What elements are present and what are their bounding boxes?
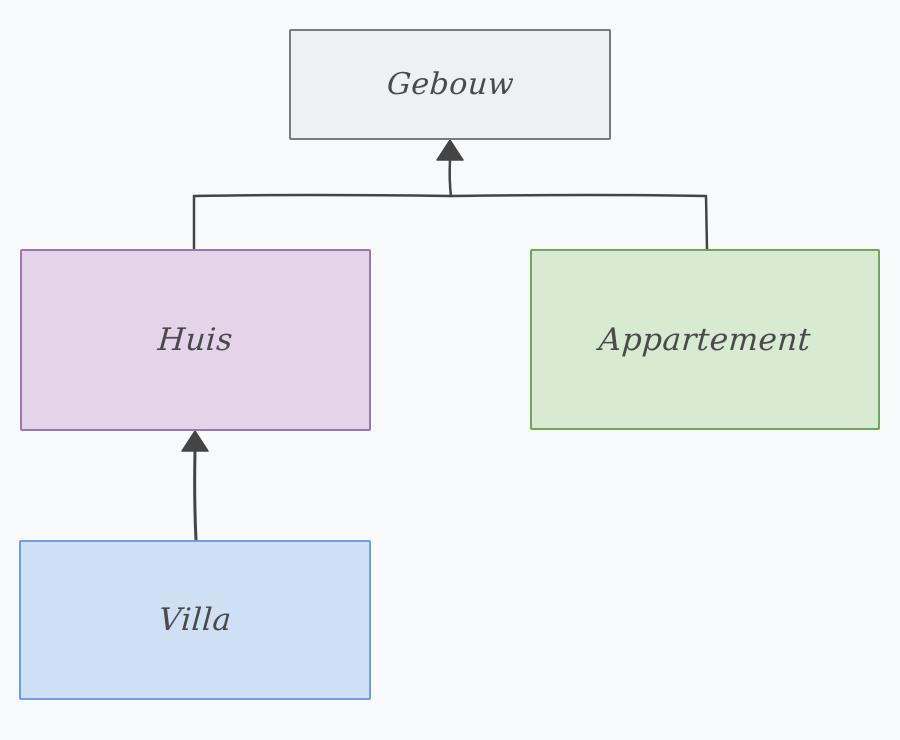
node-label-huis: Huis bbox=[156, 322, 235, 358]
edge-villa-huis bbox=[193, 449, 198, 542]
edge-huis-gebouw bbox=[192, 193, 452, 251]
node-appartement[interactable]: Appartement bbox=[530, 249, 880, 430]
node-gebouw[interactable]: Gebouw bbox=[289, 29, 611, 140]
node-label-appartement: Appartement bbox=[597, 321, 813, 358]
node-label-gebouw: Gebouw bbox=[385, 67, 515, 102]
arrowhead-gebouw bbox=[436, 139, 464, 161]
node-label-villa: Villa bbox=[157, 602, 233, 638]
node-huis[interactable]: Huis bbox=[20, 249, 371, 431]
edge-appartement-gebouw bbox=[448, 193, 709, 251]
node-villa[interactable]: Villa bbox=[19, 540, 371, 700]
edge-trunk-gebouw bbox=[448, 158, 453, 198]
arrowhead-huis bbox=[181, 430, 209, 452]
